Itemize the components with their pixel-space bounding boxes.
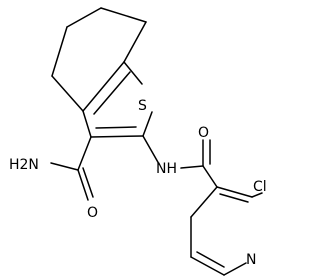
- bond: [77, 169, 89, 201]
- carboxamide-group: [50, 136, 94, 201]
- bond: [142, 111, 153, 137]
- bond: [202, 165, 218, 188]
- chlorine-atom-label: Cl: [253, 179, 267, 195]
- bond: [100, 7, 147, 23]
- bond: [66, 7, 102, 28]
- bond: [50, 162, 79, 171]
- molecule-canvas: S H2N NH O O Cl N: [9, 7, 267, 276]
- sulfur-atom-label: S: [138, 98, 147, 114]
- bond: [123, 61, 143, 85]
- bond: [190, 186, 218, 218]
- nh-atom-label: NH: [156, 161, 177, 177]
- bond: [216, 186, 253, 198]
- amine-h2n-label: H2N: [9, 157, 39, 173]
- pyridine-ring: [190, 186, 263, 276]
- cycloheptane-ring: [51, 7, 147, 112]
- bond: [123, 21, 147, 63]
- bond: [180, 165, 204, 169]
- structure-diagram: S H2N NH O O Cl N: [9, 7, 267, 276]
- bond: [223, 262, 247, 276]
- thiophene-ring: [82, 61, 153, 138]
- bond: [190, 256, 225, 276]
- bond: [90, 135, 144, 138]
- bond: [82, 167, 94, 198]
- bond: [93, 71, 131, 115]
- bond: [51, 26, 68, 77]
- bond: [251, 192, 263, 198]
- amide-linker: [142, 135, 218, 188]
- amide-oxygen-label: O: [87, 205, 98, 221]
- bond: [196, 251, 225, 268]
- bond: [82, 61, 125, 112]
- bond: [95, 126, 137, 129]
- bond: [142, 135, 160, 165]
- bond: [82, 110, 92, 138]
- bond: [219, 193, 249, 203]
- pyridine-nitrogen-label: N: [246, 252, 256, 268]
- carbonyl-oxygen-label: O: [198, 125, 209, 141]
- bond: [51, 75, 84, 112]
- bond: [77, 136, 92, 171]
